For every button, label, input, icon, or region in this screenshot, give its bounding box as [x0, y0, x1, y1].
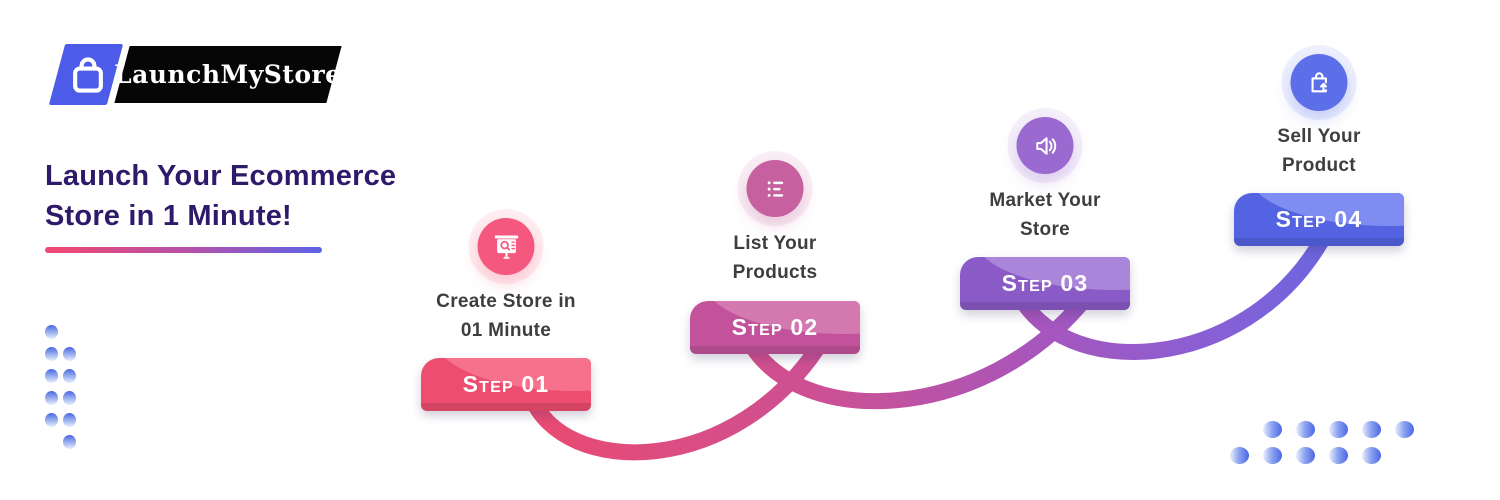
- step-2-icon-badge: [746, 160, 804, 217]
- step-2-title: List Your Products: [732, 233, 818, 283]
- step-1-title: Create Store in 01 Minute: [436, 291, 576, 341]
- dot: [45, 369, 58, 383]
- step-3: Market Your Store Step 03: [960, 0, 1130, 500]
- step-4: Sell Your Product Step 04: [1234, 0, 1404, 500]
- dot: [63, 347, 76, 361]
- dot: [1296, 447, 1315, 464]
- dot: [1263, 421, 1282, 438]
- dot: [1395, 421, 1414, 438]
- step-3-ribbon: Step 03: [960, 257, 1130, 310]
- step-4-ribbon: Step 04: [1234, 193, 1404, 246]
- page-title-line1: Launch Your Ecommerce: [45, 160, 397, 192]
- dot: [1362, 447, 1381, 464]
- dot: [45, 391, 58, 405]
- speaker-icon: [1035, 136, 1056, 155]
- step-2-ribbon: Step 02: [690, 301, 860, 354]
- dot: [1230, 447, 1249, 464]
- shopping-bag-up-icon: [1311, 71, 1327, 92]
- step-4-ribbon-label: Step 04: [1275, 206, 1363, 232]
- dot: [1362, 421, 1381, 438]
- dot: [63, 413, 76, 427]
- step-1-ribbon-label: Step 01: [462, 371, 550, 397]
- step-1-ribbon: Step 01: [421, 358, 591, 411]
- curve-step3-step4: [1009, 232, 1330, 360]
- shopping-bag-icon: [73, 57, 103, 93]
- page-title-line2: Store in 1 Minute!: [45, 200, 292, 232]
- step-1-icon-badge: [477, 218, 535, 275]
- dot: [45, 413, 58, 427]
- step-3-icon-badge: [1016, 117, 1074, 174]
- dot: [63, 435, 76, 449]
- bulleted-list-icon: [767, 181, 783, 197]
- curve-step2-step3: [739, 286, 1097, 410]
- decor-dots-left: [45, 325, 76, 449]
- dot: [1329, 421, 1348, 438]
- heading-underline-accent: [45, 247, 322, 253]
- dot: [45, 325, 58, 339]
- dot: [45, 347, 58, 361]
- dot: [1296, 421, 1315, 438]
- decor-dots-right: [1230, 421, 1414, 464]
- page-title: Launch Your Ecommerce Store in 1 Minute!: [45, 156, 465, 236]
- step-4-title: Sell Your Product: [1277, 126, 1361, 176]
- step-2-ribbon-label: Step 02: [731, 314, 819, 340]
- dot: [1329, 447, 1348, 464]
- step-4-icon-badge: [1290, 54, 1348, 111]
- step-3-title: Market Your Store: [989, 190, 1101, 240]
- step-1: Create Store in 01 Minute Step 01: [421, 0, 591, 500]
- presentation-board-icon: [494, 235, 518, 259]
- dot: [63, 391, 76, 405]
- step-2: List Your Products Step 02: [690, 0, 860, 500]
- dot: [1263, 447, 1282, 464]
- step-3-ribbon-label: Step 03: [1001, 270, 1089, 296]
- dot: [63, 369, 76, 383]
- curve-step1-step2: [523, 330, 832, 461]
